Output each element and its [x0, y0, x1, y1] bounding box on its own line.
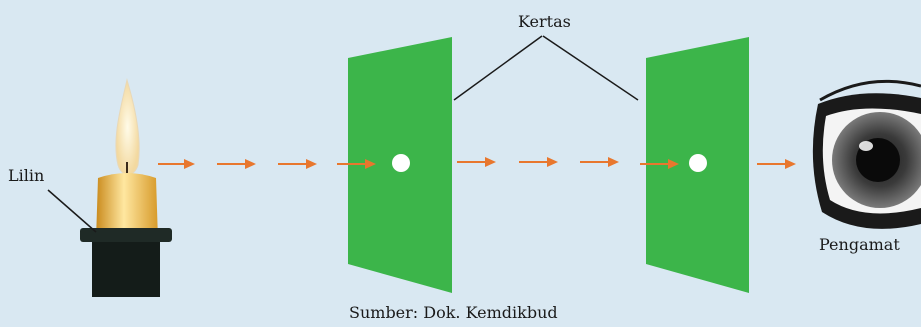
candle-label: Lilin [8, 166, 44, 185]
ray-arrow [757, 159, 796, 169]
paper-pointer-2 [542, 35, 639, 101]
candle-pointer [47, 189, 97, 233]
eye-icon [812, 79, 921, 229]
candle-holder-top [80, 228, 172, 242]
ray-arrow [158, 159, 195, 169]
candle-body [96, 173, 158, 240]
ray-arrow [640, 159, 679, 169]
ray-arrow [580, 157, 619, 167]
candle [80, 78, 172, 297]
ray-arrow [217, 159, 256, 169]
paper-1-hole [392, 154, 410, 172]
observer-label: Pengamat [819, 235, 900, 254]
paper-pointer-1 [453, 35, 543, 101]
ray-arrow [278, 159, 317, 169]
candle-holder-stem [92, 242, 160, 297]
ray-arrow [337, 159, 376, 169]
light-ray-arrows [158, 157, 796, 169]
candle-flame [115, 78, 140, 176]
paper-2-hole [689, 154, 707, 172]
ray-arrow [457, 157, 496, 167]
paper-label: Kertas [518, 12, 571, 31]
ray-arrow [519, 157, 558, 167]
source-caption: Sumber: Dok. Kemdikbud [349, 303, 558, 322]
